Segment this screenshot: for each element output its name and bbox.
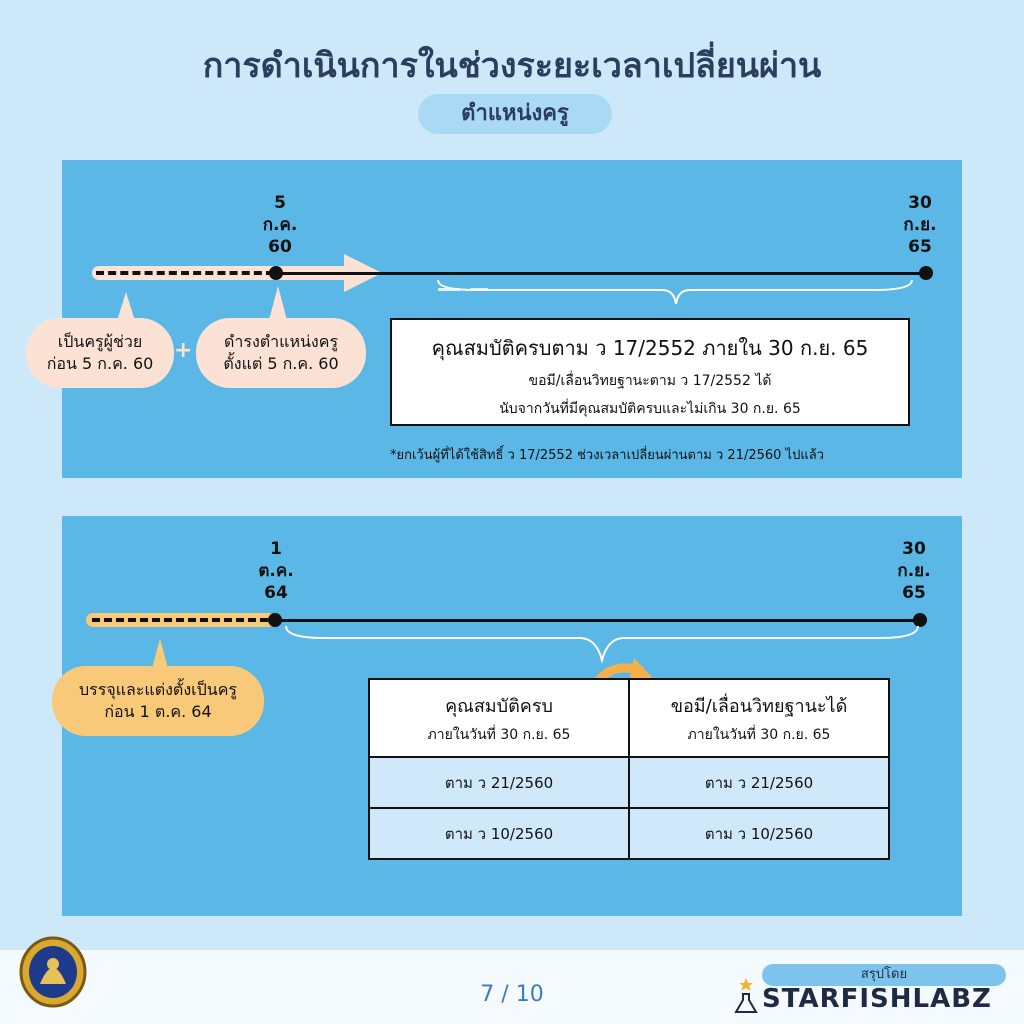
brace-icon xyxy=(285,625,919,664)
page-title: การดำเนินการในช่วงระยะเวลาเปลี่ยนผ่าน xyxy=(202,46,822,86)
brand-caption: สรุปโดย xyxy=(762,964,1006,986)
qualification-box: คุณสมบัติครบตาม ว 17/2552 ภายใน 30 ก.ย. … xyxy=(390,318,910,426)
end-date-label: 30 ก.ย. 65 xyxy=(897,539,931,603)
timeline-line xyxy=(276,619,920,622)
bubble-tail-icon xyxy=(268,286,288,324)
table-row: ตาม ว 21/2560 ตาม ว 21/2560 xyxy=(368,756,890,809)
footnote: *ยกเว้นผู้ที่ได้ใช้สิทธิ์ ว 17/2552 ช่วง… xyxy=(390,448,824,463)
emblem-logo-icon xyxy=(19,936,87,1008)
panel-transition-2: 1 ต.ค. 64 30 ก.ย. 65 บรรจุและแต่งตั้งเป็… xyxy=(52,516,962,916)
footer-bar xyxy=(0,950,1024,1024)
table-header-promotion: ขอมี/เลื่อนวิทยฐานะได้ ภายในวันที่ 30 ก.… xyxy=(628,678,890,758)
faded-dash xyxy=(470,288,488,291)
start-dot xyxy=(268,613,282,627)
end-dot xyxy=(919,266,933,280)
start-date-label: 1 ต.ค. 64 xyxy=(258,539,294,603)
start-date-label: 5 ก.ค. 60 xyxy=(262,193,298,257)
page-number: 7 / 10 xyxy=(480,982,544,1007)
faded-dash xyxy=(438,288,460,291)
table-header-qualified: คุณสมบัติครบ ภายในวันที่ 30 ก.ย. 65 xyxy=(368,678,630,758)
brace-icon xyxy=(437,279,913,305)
timeline-line xyxy=(276,272,928,275)
table-row: ตาม ว 10/2560 ตาม ว 10/2560 xyxy=(368,807,890,860)
qualification-table: คุณสมบัติครบ ภายในวันที่ 30 ก.ย. 65 ขอมี… xyxy=(368,678,890,860)
plus-sign: + xyxy=(174,338,193,363)
panel-transition-1: 5 ก.ค. 60 30 ก.ย. 65 เป็นครูผู้ช่วย ก่อน… xyxy=(26,160,962,478)
brand-name: STARFISHLABZ xyxy=(762,984,992,1014)
bubble-tail-icon xyxy=(116,292,136,324)
bubble-teacher-position: ดำรงตำแหน่งครู ตั้งแต่ 5 ก.ค. 60 xyxy=(196,318,366,388)
end-dot xyxy=(913,613,927,627)
dashed-line xyxy=(96,271,274,275)
flask-icon xyxy=(734,978,758,1013)
start-dot xyxy=(269,266,283,280)
end-date-label: 30 ก.ย. 65 xyxy=(903,193,937,257)
dashed-line xyxy=(92,618,268,622)
bubble-appointed-teacher: บรรจุและแต่งตั้งเป็นครู ก่อน 1 ต.ค. 64 xyxy=(52,666,264,736)
subtitle-pill: ตำแหน่งครู xyxy=(418,94,612,134)
bubble-assistant-teacher: เป็นครูผู้ช่วย ก่อน 5 ก.ค. 60 xyxy=(26,318,174,388)
